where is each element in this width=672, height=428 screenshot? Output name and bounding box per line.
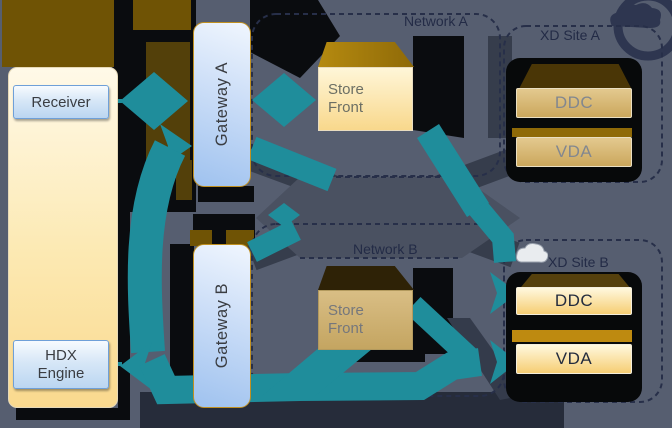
storefront-a-node: Store Front <box>318 42 414 131</box>
cloud-icon-site-b <box>516 243 548 263</box>
hdx-engine-label: HDX Engine <box>37 346 85 382</box>
site-a-gold-band <box>512 128 632 137</box>
arrow-into-vda-b <box>490 340 518 384</box>
gateway-a-node: Gateway A <box>193 22 251 187</box>
band-gateway-a-cross <box>247 136 337 192</box>
ddc-b-node: DDC <box>516 287 632 315</box>
storefront-b-node: Store Front <box>318 266 414 350</box>
band-storefront-b-vda-b <box>405 296 478 367</box>
band-gateway-a-hdx <box>127 140 186 354</box>
site-a-label: XD Site A <box>540 27 600 43</box>
ddc-b-label: DDC <box>554 291 594 310</box>
ddc-a-node: DDC <box>516 88 632 118</box>
site-b-label: XD Site B <box>548 254 609 270</box>
arrow-into-ddc-b <box>490 272 518 314</box>
site-b-container: DDC VDA <box>506 272 642 402</box>
site-b-border <box>503 239 663 403</box>
band-cross-site-b <box>469 200 516 263</box>
receiver-label: Receiver <box>31 93 91 111</box>
vda-b-node: VDA <box>516 344 632 374</box>
hdx-engine-node: HDX Engine <box>13 340 109 389</box>
vda-b-label: VDA <box>555 349 593 368</box>
ddc-a-label: DDC <box>554 93 594 112</box>
site-b-roof <box>519 274 632 289</box>
network-a-label: Network A <box>404 13 468 29</box>
site-a-container: DDC VDA <box>506 58 642 182</box>
vda-a-node: VDA <box>516 137 632 167</box>
storefront-a-roof <box>318 42 414 67</box>
active-path-arrows <box>108 72 518 405</box>
gateway-a-label: Gateway A <box>212 62 231 147</box>
arrow-gateway-a-storefront-a <box>252 73 316 127</box>
vda-a-label: VDA <box>555 142 593 161</box>
gateway-b-label: Gateway B <box>212 283 231 369</box>
site-a-roof <box>519 64 632 88</box>
band-storefront-a-cross <box>417 124 489 217</box>
storefront-b-roof <box>318 266 414 290</box>
site-b-gold-band <box>512 330 632 342</box>
storefront-b-label: Store Front <box>328 302 364 337</box>
storefront-a-label: Store Front <box>328 81 364 116</box>
network-b-label: Network B <box>353 241 418 257</box>
arrow-receiver-gateway-a <box>120 72 188 130</box>
cloud-icon-site-a <box>610 3 661 28</box>
gateway-b-node: Gateway B <box>193 244 251 408</box>
band-gateway-b-cross <box>247 220 301 262</box>
band-bottom-hdx-vda-b <box>139 348 482 405</box>
cross-diamond <box>268 203 300 227</box>
site-a-border <box>503 25 663 183</box>
region-borders <box>251 13 663 403</box>
arrow-into-hdx <box>120 342 152 390</box>
receiver-node: Receiver <box>13 85 109 119</box>
